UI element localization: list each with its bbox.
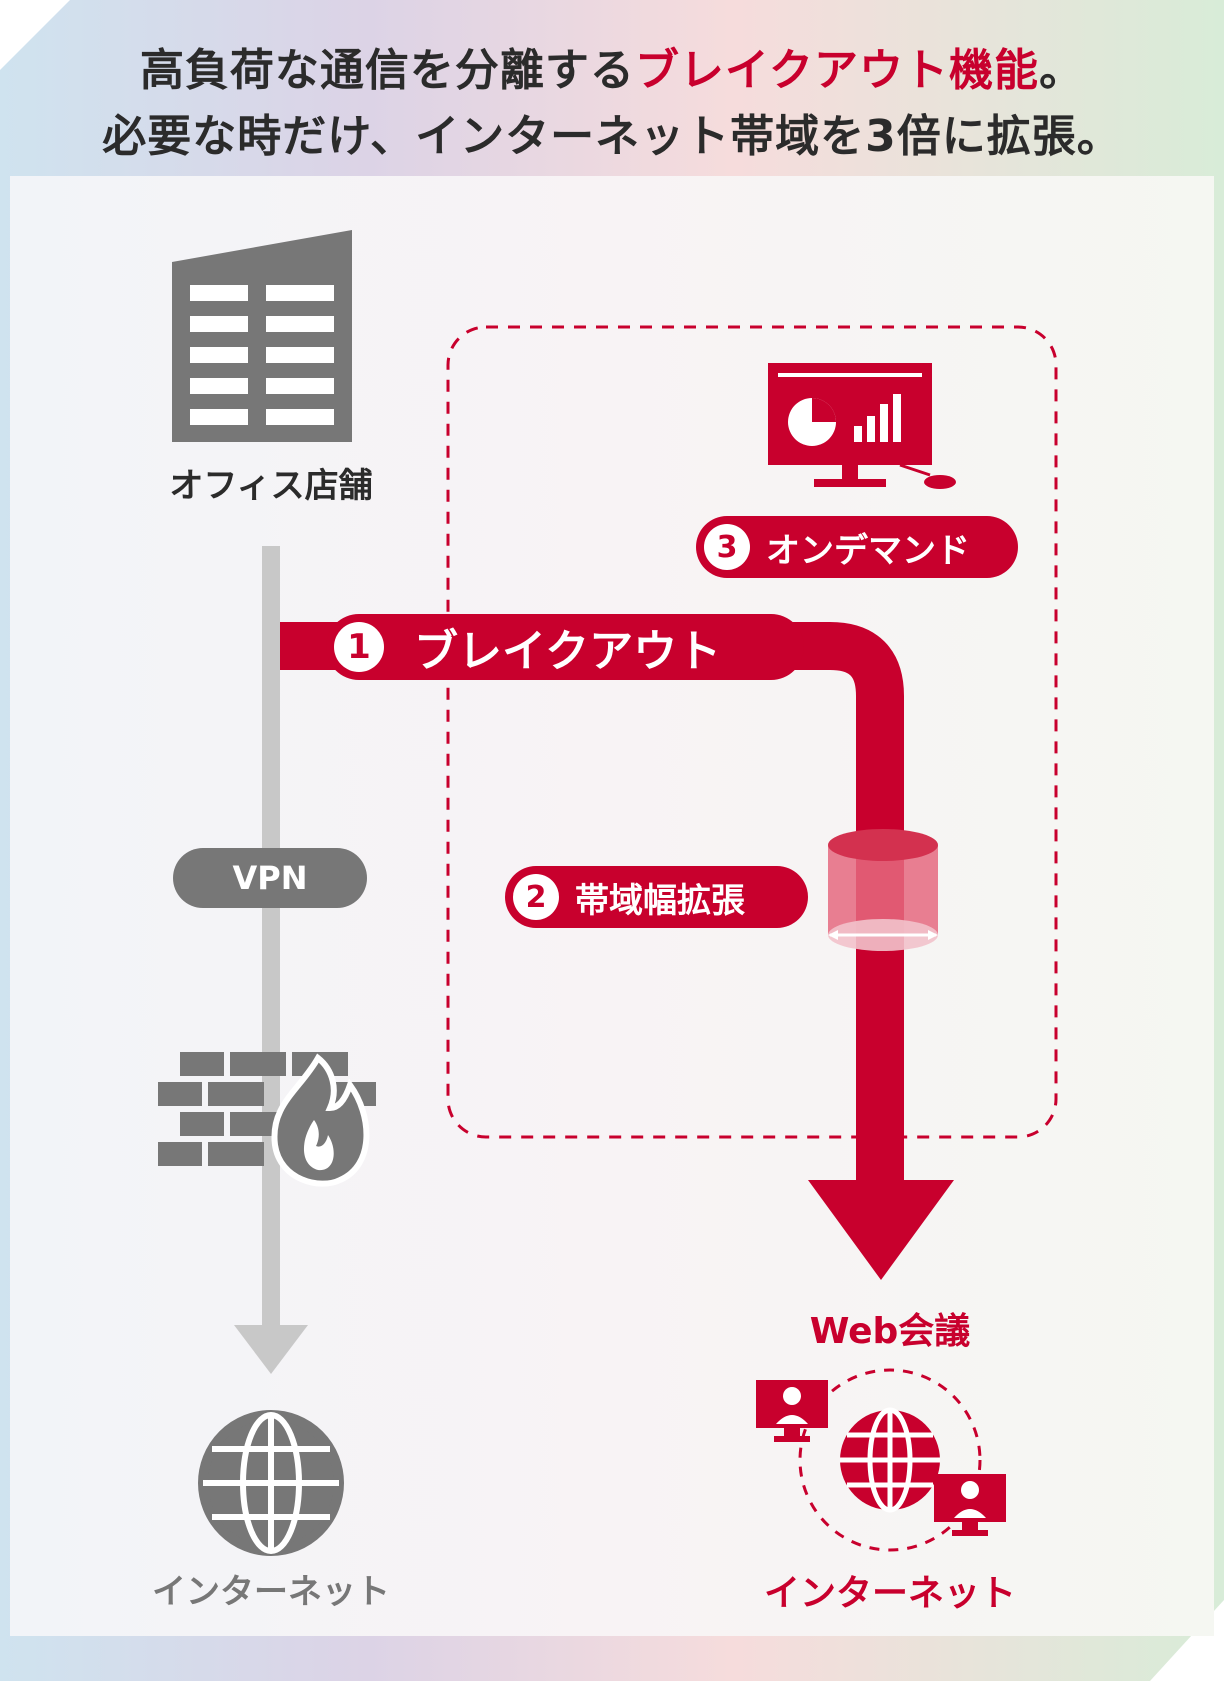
header-line1-pre: 高負荷な通信を分離する bbox=[139, 45, 635, 96]
building-icon bbox=[172, 230, 352, 442]
step2-number: 2 bbox=[513, 874, 559, 920]
firewall-icon bbox=[158, 1052, 376, 1187]
header-line-2: 必要な時だけ、インターネット帯域を3倍に拡張。 bbox=[102, 111, 1122, 162]
step3-number: 3 bbox=[704, 524, 750, 570]
step2-label: 帯域幅拡張 bbox=[575, 880, 745, 921]
step2-bandwidth-pill: 2 帯域幅拡張 bbox=[505, 866, 808, 928]
vpn-arrow-head bbox=[234, 1325, 308, 1374]
step1-breakout-pill: 1 ブレイクアウト bbox=[326, 614, 804, 680]
globe-icon-right bbox=[840, 1407, 940, 1513]
step1-label: ブレイクアウト bbox=[414, 626, 722, 677]
header-line-1: 高負荷な通信を分離するブレイクアウト機能。 bbox=[0, 34, 1224, 98]
monitor-chart-icon bbox=[768, 363, 956, 489]
internet-label-right: インターネット bbox=[763, 1573, 1016, 1614]
conference-ring bbox=[798, 1368, 982, 1552]
header-line1-post: 。 bbox=[1039, 45, 1085, 96]
person-monitor-icon-2 bbox=[934, 1474, 1006, 1536]
step1-number: 1 bbox=[334, 622, 384, 672]
header-line1-highlight: ブレイクアウト機能 bbox=[634, 45, 1040, 96]
vpn-line bbox=[262, 546, 280, 1326]
office-label: オフィス店舗 bbox=[169, 466, 373, 506]
web-conference-label: Web会議 bbox=[809, 1311, 971, 1352]
globe-icon-left bbox=[198, 1410, 344, 1556]
person-monitor-icon-1 bbox=[756, 1380, 828, 1442]
vpn-badge: VPN bbox=[173, 848, 367, 908]
breakout-path bbox=[280, 622, 904, 1186]
internet-label-left: インターネット bbox=[152, 1572, 390, 1612]
step3-ondemand-pill: 3 オンデマンド bbox=[696, 516, 1018, 578]
breakout-arrow-head bbox=[808, 1180, 954, 1280]
bandwidth-cylinder-icon bbox=[828, 829, 938, 951]
dashed-region bbox=[446, 325, 1058, 1139]
step3-label: オンデマンド bbox=[766, 530, 970, 571]
